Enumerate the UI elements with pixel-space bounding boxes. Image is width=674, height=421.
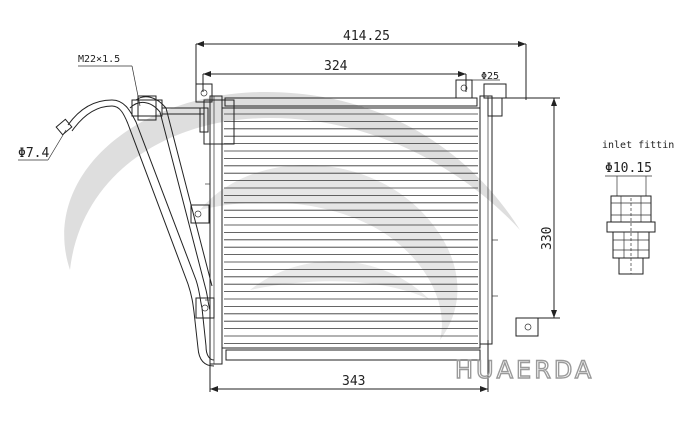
dim-core-width: 324	[202, 59, 467, 92]
dim-port-dia: Φ25	[470, 71, 500, 82]
thread-callout: M22×1.5	[78, 54, 141, 107]
port-dia-label: Φ25	[481, 71, 499, 82]
bottom-width-label: 343	[342, 374, 365, 389]
refrigerant-pipe	[55, 95, 215, 367]
core-tubes	[224, 113, 478, 344]
brand-logo: HUAERDA	[455, 356, 594, 384]
condenser-core	[190, 79, 539, 365]
pipe-dia-label: Φ7.4	[18, 146, 49, 161]
fitting-dia-label: Φ10.15	[605, 161, 652, 176]
dim-overall-width: 414.25	[195, 29, 527, 100]
dim-bottom-width: 343	[209, 340, 489, 392]
pipe-dia-callout: Φ7.4	[18, 129, 67, 161]
dim-height: 330	[500, 97, 560, 319]
core-width-label: 324	[324, 59, 348, 74]
height-label: 330	[540, 227, 555, 250]
inlet-fitting-label: inlet fitting	[602, 140, 674, 151]
thread-label: M22×1.5	[78, 54, 120, 65]
overall-width-label: 414.25	[343, 29, 390, 44]
inlet-fitting-detail: inlet fitting Φ10.15	[602, 140, 674, 275]
